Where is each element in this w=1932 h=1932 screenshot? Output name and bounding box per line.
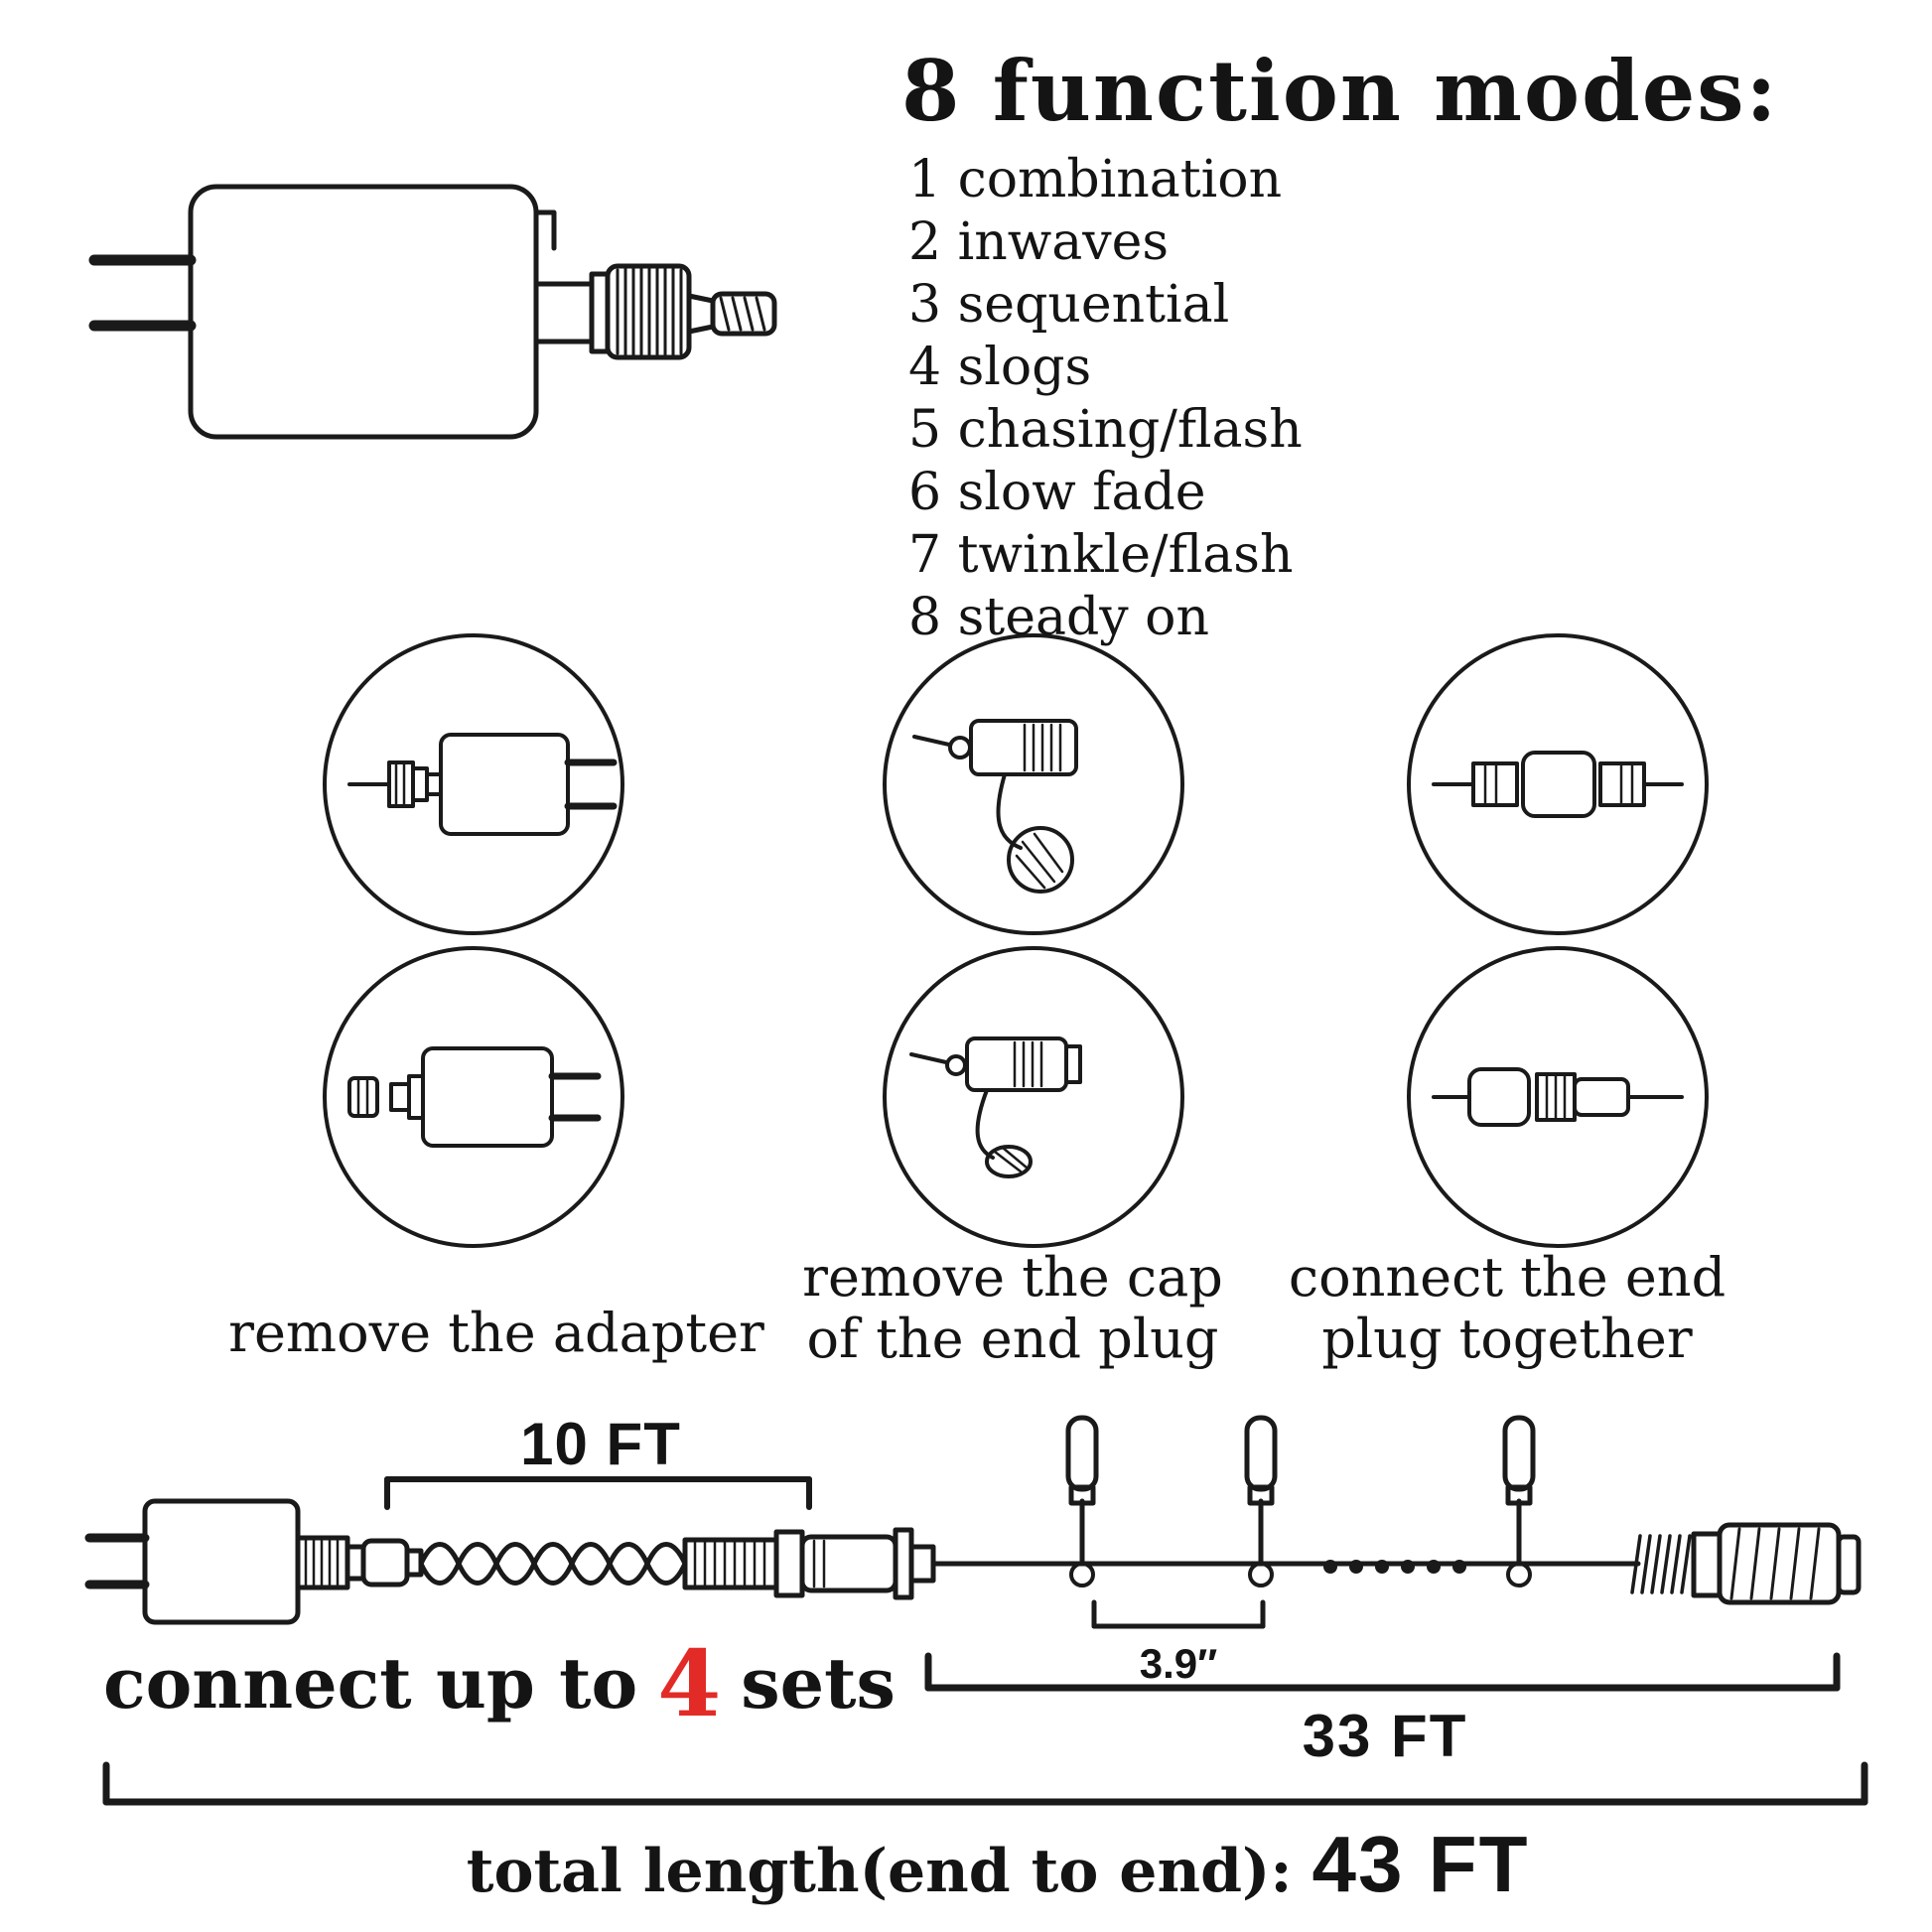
twisted-wire-2 <box>418 1542 688 1586</box>
caption-remove-adapter: remove the adapter <box>179 1303 814 1364</box>
label-10ft: 10 FT <box>520 1411 681 1477</box>
connect-prefix: connect up to <box>103 1642 638 1725</box>
power-adapter-drawing <box>88 184 777 440</box>
string-light-diagram <box>84 1415 1868 1806</box>
mode-item-5: 5 chasing/flash <box>908 400 1303 460</box>
step-circle-5 <box>883 946 1184 1248</box>
step-circle-4 <box>323 946 624 1248</box>
total-length-label: total length(end to end): <box>466 1837 1293 1906</box>
mode-item-3: 3 sequential <box>908 275 1230 335</box>
continuation-dots <box>1323 1560 1466 1574</box>
total-length-value: 43 FT <box>1311 1820 1530 1908</box>
sets-count: 4 <box>657 1630 722 1737</box>
caption-line: of the end plug <box>806 1308 1219 1370</box>
mode-item-1: 1 combination <box>908 150 1283 209</box>
modes-list: 1 combination 2 inwaves 3 sequential 4 s… <box>908 149 1303 649</box>
step-circle-1 <box>323 633 624 935</box>
mode-item-7: 7 twinkle/flash <box>908 525 1294 585</box>
modes-title: 8 function modes: <box>901 42 1779 140</box>
bulb <box>1502 1415 1536 1587</box>
dimension-spacing <box>1091 1599 1266 1629</box>
mode-item-8: 8 steady on <box>908 588 1209 647</box>
connect-suffix: sets <box>741 1642 896 1725</box>
label-33ft: 33 FT <box>1302 1703 1468 1769</box>
adapter-cap-ribs <box>616 265 683 358</box>
bulb <box>1244 1415 1278 1587</box>
mode-item-4: 4 slogs <box>908 338 1092 397</box>
twisted-wire <box>418 1542 688 1586</box>
step-circle-2 <box>883 633 1184 935</box>
caption-line: remove the adapter <box>228 1302 764 1364</box>
caption-line: plug together <box>1321 1308 1693 1370</box>
dimension-total <box>102 1761 1868 1806</box>
bulb <box>1065 1415 1099 1587</box>
caption-remove-cap: remove the cap of the end plug <box>764 1247 1261 1370</box>
mode-item-2: 2 inwaves <box>908 212 1170 272</box>
end-plug <box>1630 1522 1862 1605</box>
step-circle-3 <box>1407 633 1709 935</box>
caption-line: remove the cap <box>802 1246 1223 1309</box>
caption-line: connect the end <box>1288 1246 1726 1309</box>
adapter-screw-threads <box>719 296 766 332</box>
step-circle-6 <box>1407 946 1709 1248</box>
mode-item-6: 6 slow fade <box>908 463 1206 522</box>
dimension-10ft <box>384 1476 812 1510</box>
label-bulb-spacing: 3.9″ <box>1139 1640 1218 1687</box>
dimension-33ft <box>924 1652 1841 1692</box>
caption-connect-end: connect the end plug together <box>1259 1247 1755 1370</box>
total-length-text: total length(end to end): 43 FT <box>467 1819 1530 1910</box>
